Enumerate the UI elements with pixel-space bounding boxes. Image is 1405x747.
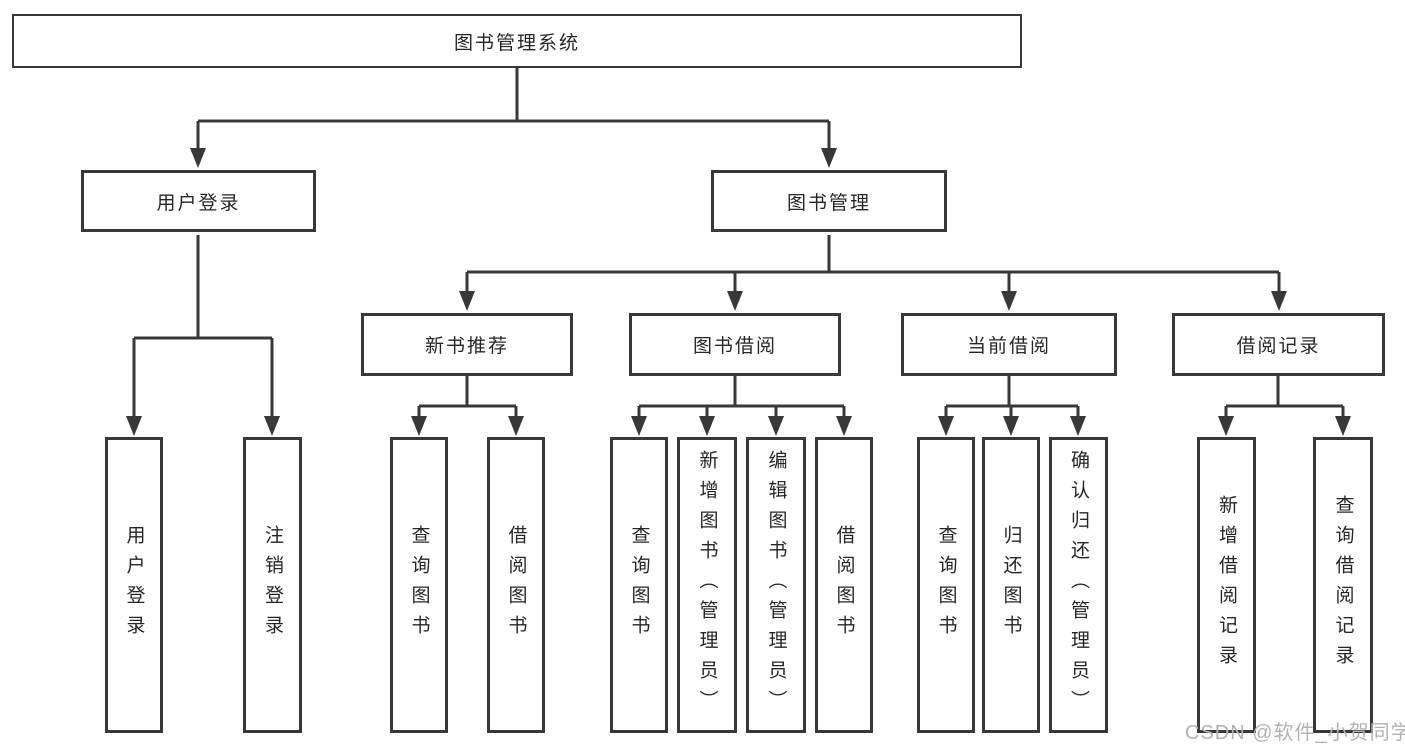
leaf-borrow-books: 借阅图书 — [815, 437, 873, 733]
leaf-borrow-books-recommend: 借阅图书 — [487, 437, 545, 733]
leaf-user-login: 用户登录 — [105, 437, 163, 733]
leaf-query-books-recommend: 查询图书 — [390, 437, 448, 733]
leaf-query-borrow-record: 查询借阅记录 — [1313, 437, 1373, 733]
node-user-login: 用户登录 — [81, 170, 316, 232]
csdn-watermark: CSDN @软件_小贺同学 — [1185, 722, 1405, 744]
node-new-book-recommendation: 新书推荐 — [361, 313, 573, 376]
node-current-borrowing: 当前借阅 — [901, 313, 1117, 376]
node-library-management-system: 图书管理系统 — [12, 14, 1022, 68]
leaf-add-borrow-record: 新增借阅记录 — [1197, 437, 1256, 733]
leaf-logout: 注销登录 — [243, 437, 302, 733]
leaf-edit-books-admin: 编辑图书（管理员） — [746, 437, 806, 733]
node-book-borrowing: 图书借阅 — [629, 313, 841, 376]
leaf-query-books-borrow: 查询图书 — [610, 437, 668, 733]
node-borrowing-records: 借阅记录 — [1172, 313, 1385, 376]
leaf-query-books-current: 查询图书 — [917, 437, 975, 733]
leaf-add-books-admin: 新增图书（管理员） — [677, 437, 737, 733]
node-book-management: 图书管理 — [711, 170, 947, 232]
leaf-confirm-return-admin: 确认归还（管理员） — [1049, 437, 1108, 733]
leaf-return-books: 归还图书 — [982, 437, 1040, 733]
